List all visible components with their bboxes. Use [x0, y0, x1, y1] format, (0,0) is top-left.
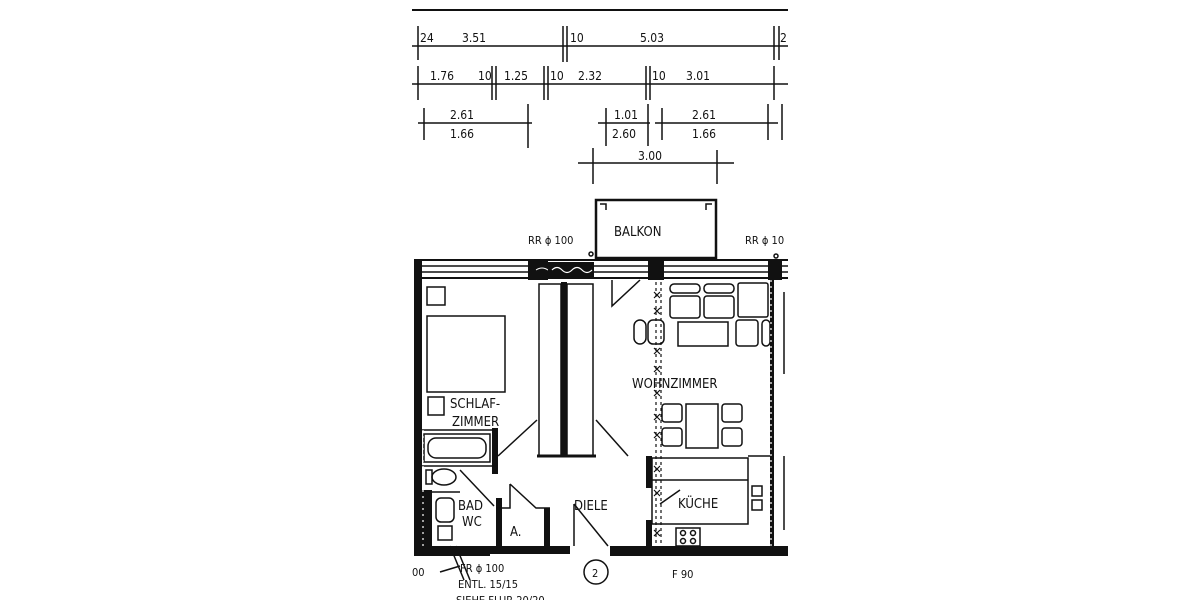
room-schlafzimmer-line2: ZIMMER — [452, 415, 499, 430]
room-schlafzimmer-line1: SCHLAF- — [450, 397, 500, 412]
fr-label: FR ϕ 100 — [460, 562, 504, 575]
dim-r3-right-bottom: 1.66 — [692, 127, 716, 141]
pipe-left-label: 00 — [412, 566, 425, 579]
room-wohnzimmer: WOHNZIMMER — [632, 377, 717, 392]
f90-label: F 90 — [672, 568, 693, 581]
dim-r2-e: 2.32 — [578, 69, 602, 83]
dim-r2-c: 1.25 — [504, 69, 528, 83]
room-balkon: BALKON — [614, 225, 661, 240]
floor-plan: 24 3.51 10 5.03 2 1.76 10 1.25 10 2.32 1… — [412, 0, 788, 600]
dim-r4: 3.00 — [638, 149, 662, 163]
dim-r2-f: 10 — [652, 69, 666, 83]
dim-r2-b: 10 — [478, 69, 492, 83]
dim-r3-left-top: 2.61 — [450, 108, 474, 122]
rr-left-label: RR ϕ 100 — [528, 234, 573, 247]
dim-r1-d: 5.03 — [640, 31, 664, 45]
floor-plan-drawing: 24 3.51 10 5.03 2 1.76 10 1.25 10 2.32 1… — [412, 9, 788, 600]
dim-r1-a: 24 — [420, 31, 434, 45]
dim-r3-mid-top: 1.01 — [614, 108, 638, 122]
dim-r2-d: 10 — [550, 69, 564, 83]
circle-marker-label: 2 — [592, 567, 598, 580]
dim-r1-c: 10 — [570, 31, 584, 45]
bottom-cut-label: SIEHE FLUR 20/20 — [456, 594, 545, 600]
entl-label: ENTL. 15/15 — [458, 578, 518, 591]
dim-r2-a: 1.76 — [430, 69, 454, 83]
dim-r3-mid-bottom: 2.60 — [612, 127, 636, 141]
room-abstell: A. — [510, 525, 521, 540]
room-kueche: KÜCHE — [678, 495, 718, 512]
dim-r3-right-top: 2.61 — [692, 108, 716, 122]
room-wc: WC — [462, 515, 482, 530]
dim-r2-g: 3.01 — [686, 69, 710, 83]
dim-r3-left-bottom: 1.66 — [450, 127, 474, 141]
room-bad: BAD — [458, 499, 483, 514]
room-diele: DIELE — [574, 499, 608, 514]
dim-r1-b: 3.51 — [462, 31, 486, 45]
dim-r1-e: 2 — [780, 31, 787, 45]
rr-right-label: RR ϕ 10 — [745, 234, 784, 247]
